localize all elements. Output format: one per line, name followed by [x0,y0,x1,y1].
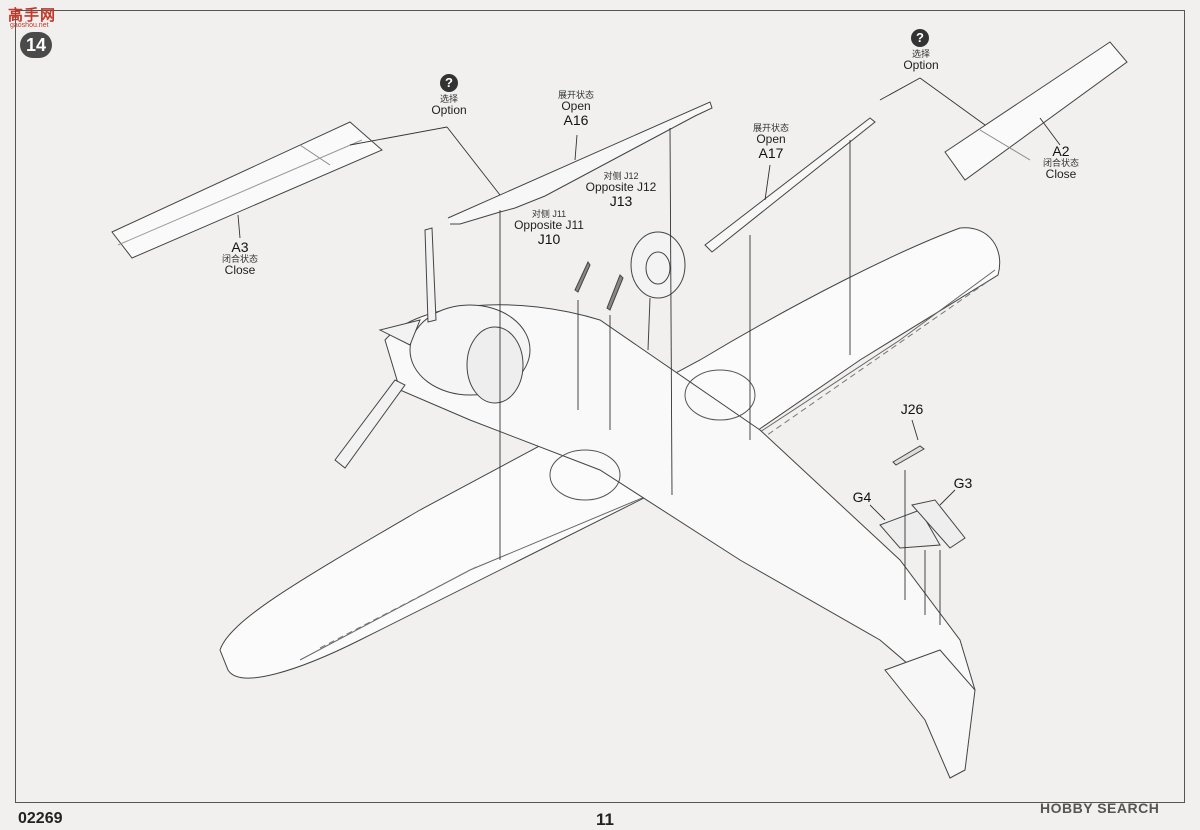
hobby-search-logo: HOBBY SEARCH [1040,800,1160,816]
a17-en: Open [756,132,786,147]
flap-a16-drawing [447,101,713,225]
landing-gear-drawing [630,231,686,299]
a3-part: A3 [231,239,249,255]
a16-en: Open [561,99,591,114]
a2-part: A2 [1052,143,1070,159]
j13-part: J13 [609,193,633,210]
flap-a17-drawing [704,117,876,253]
tail-drawing [884,649,976,779]
g4-part: G4 [852,489,872,505]
a17-cn: 展开状态 [752,123,790,133]
flap-a2-drawing [944,41,1128,181]
a17-part: A17 [758,145,784,162]
a16-label: 展开状态 Open A16 [557,90,595,129]
option-left-cn: 选择 [439,94,459,104]
fuselage-outline [384,304,976,701]
question-icon: ? [440,74,458,92]
a16-cn: 展开状态 [557,90,595,100]
option-right-cn: 选择 [911,49,931,59]
part-j10-drawing [574,260,591,293]
watermark-logo: 高手网 [8,7,57,24]
g4-label: G4 [853,490,872,505]
j13-en: Opposite J12 [585,180,657,195]
option-right-label: 选择 Option [903,49,939,73]
a3-en: Close [224,263,256,278]
g3-label: G3 [954,476,973,491]
part-j13-drawing [606,274,624,311]
a2-en: Close [1045,167,1077,182]
j10-en: Opposite J11 [514,218,584,233]
g3-part: G3 [953,475,973,491]
j13-label: 对侧 J12 Opposite J12 J13 [585,171,657,210]
j13-cn: 对侧 J12 [603,171,639,181]
a2-cn: 闭合状态 [1042,157,1080,168]
option-left-label: 选择 Option [431,94,467,118]
a16-part: A16 [563,112,589,129]
page-frame [15,10,1185,803]
a17-label: 展开状态 Open A17 [752,123,790,162]
option-right-en: Option [903,58,939,73]
part-j26-drawing [892,445,925,466]
a3-cn: 闭合状态 [221,253,259,264]
j10-part: J10 [537,231,561,248]
step-number-badge: 14 [20,32,52,58]
a3-label: A3 闭合状态 Close [222,240,258,277]
j10-label: 对侧 J11 Opposite J11 J10 [514,209,584,248]
propeller-drawing [424,227,437,323]
watermark-url: gaoshou.net [10,22,49,29]
j26-part: J26 [900,401,924,417]
j10-cn: 对侧 J11 [531,209,567,219]
j26-label: J26 [901,402,924,417]
product-code: 02269 [18,810,63,827]
page-number: 11 [596,810,614,829]
part-g3-drawing [911,499,966,549]
question-icon: ? [911,29,929,47]
option-left-en: Option [431,103,467,118]
a2-label: A2 闭合状态 Close [1043,144,1079,181]
